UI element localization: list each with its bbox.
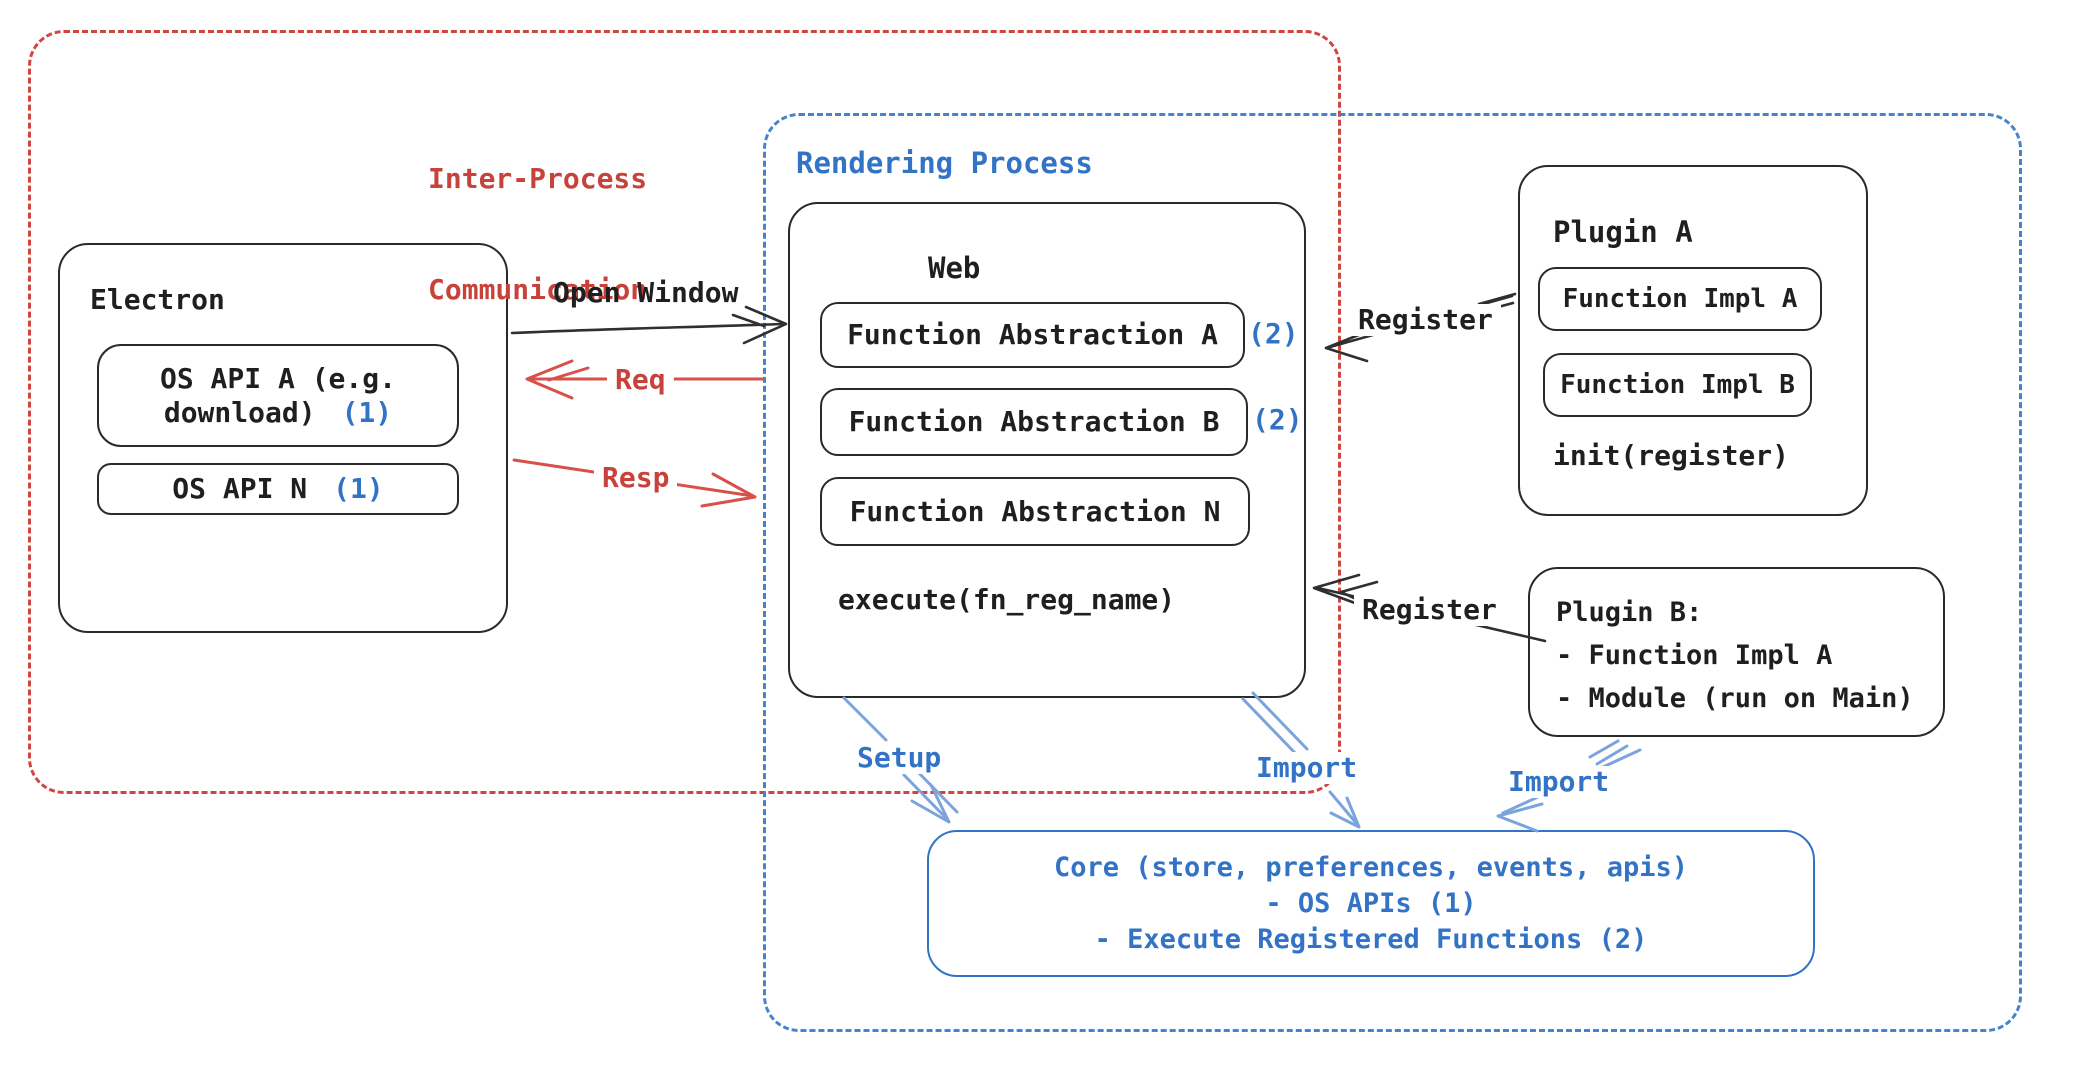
ipc-region-box: [28, 30, 1341, 794]
function-abstraction-a-box: Function Abstraction A: [820, 302, 1245, 368]
plugin-b-impl-a: - Function Impl A: [1556, 640, 1833, 671]
function-impl-b-box: Function Impl B: [1543, 353, 1812, 417]
os-api-a-number: (1): [341, 395, 393, 429]
function-abstraction-a-number: (2): [1248, 317, 1299, 350]
ipc-label-line2: Communication: [428, 273, 648, 306]
rendering-region-box: [763, 113, 2022, 1032]
import-web-label: Import: [1248, 752, 1366, 784]
init-register-label: init(register): [1553, 439, 1790, 472]
execute-call-label: execute(fn_reg_name): [838, 583, 1176, 616]
os-api-a-box: OS API A (e.g. download) (1): [97, 344, 459, 447]
ipc-region-label: Inter-Process Communication: [428, 86, 647, 345]
web-title: Web: [928, 251, 981, 285]
plugin-a-title: Plugin A: [1553, 215, 1693, 249]
core-line3: - Execute Registered Functions (2): [1094, 923, 1648, 955]
core-box: Core (store, preferences, events, apis) …: [927, 830, 1815, 977]
import-plugin-label: Import: [1500, 766, 1618, 798]
os-api-a-text: OS API A (e.g. download) (1): [160, 362, 396, 430]
req-label: Req: [607, 364, 674, 396]
resp-label: Resp: [594, 462, 678, 494]
plugin-b-title: Plugin B:: [1556, 597, 1703, 628]
core-text: Core (store, preferences, events, apis) …: [929, 850, 1813, 958]
os-api-a-line1: OS API A (e.g.: [159, 361, 396, 395]
plugin-b-box: Plugin B: - Function Impl A - Module (ru…: [1528, 567, 1945, 737]
open-window-label: Open Window: [553, 276, 739, 309]
plugin-b-module: - Module (run on Main): [1556, 683, 1914, 714]
os-api-a-line2: download): [163, 395, 316, 429]
function-abstraction-b-label: Function Abstraction B: [848, 405, 1220, 438]
register-top-label: Register: [1350, 304, 1501, 336]
os-api-n-box: OS API N (1): [97, 463, 459, 515]
function-abstraction-a-label: Function Abstraction A: [847, 318, 1218, 351]
ipc-label-line1: Inter-Process: [428, 162, 648, 195]
os-api-n-label: OS API N: [172, 472, 308, 505]
os-api-n-text: OS API N (1): [172, 472, 383, 506]
function-abstraction-n-box: Function Abstraction N: [820, 477, 1250, 546]
setup-label: Setup: [849, 742, 950, 774]
function-abstraction-b-box: Function Abstraction B: [820, 388, 1248, 456]
rendering-region-label: Rendering Process: [796, 146, 1093, 180]
register-bottom-label: Register: [1354, 594, 1505, 626]
electron-title: Electron: [90, 283, 225, 316]
function-abstraction-b-number: (2): [1252, 403, 1303, 436]
core-line1: Core (store, preferences, events, apis): [1054, 851, 1688, 883]
function-impl-b-label: Function Impl B: [1560, 370, 1795, 400]
plugin-a-box: [1518, 165, 1868, 516]
function-impl-a-box: Function Impl A: [1538, 267, 1822, 331]
function-abstraction-n-label: Function Abstraction N: [849, 494, 1221, 528]
core-line2: - OS APIs (1): [1265, 887, 1477, 919]
function-impl-a-label: Function Impl A: [1562, 284, 1798, 314]
os-api-n-number: (1): [333, 472, 384, 505]
